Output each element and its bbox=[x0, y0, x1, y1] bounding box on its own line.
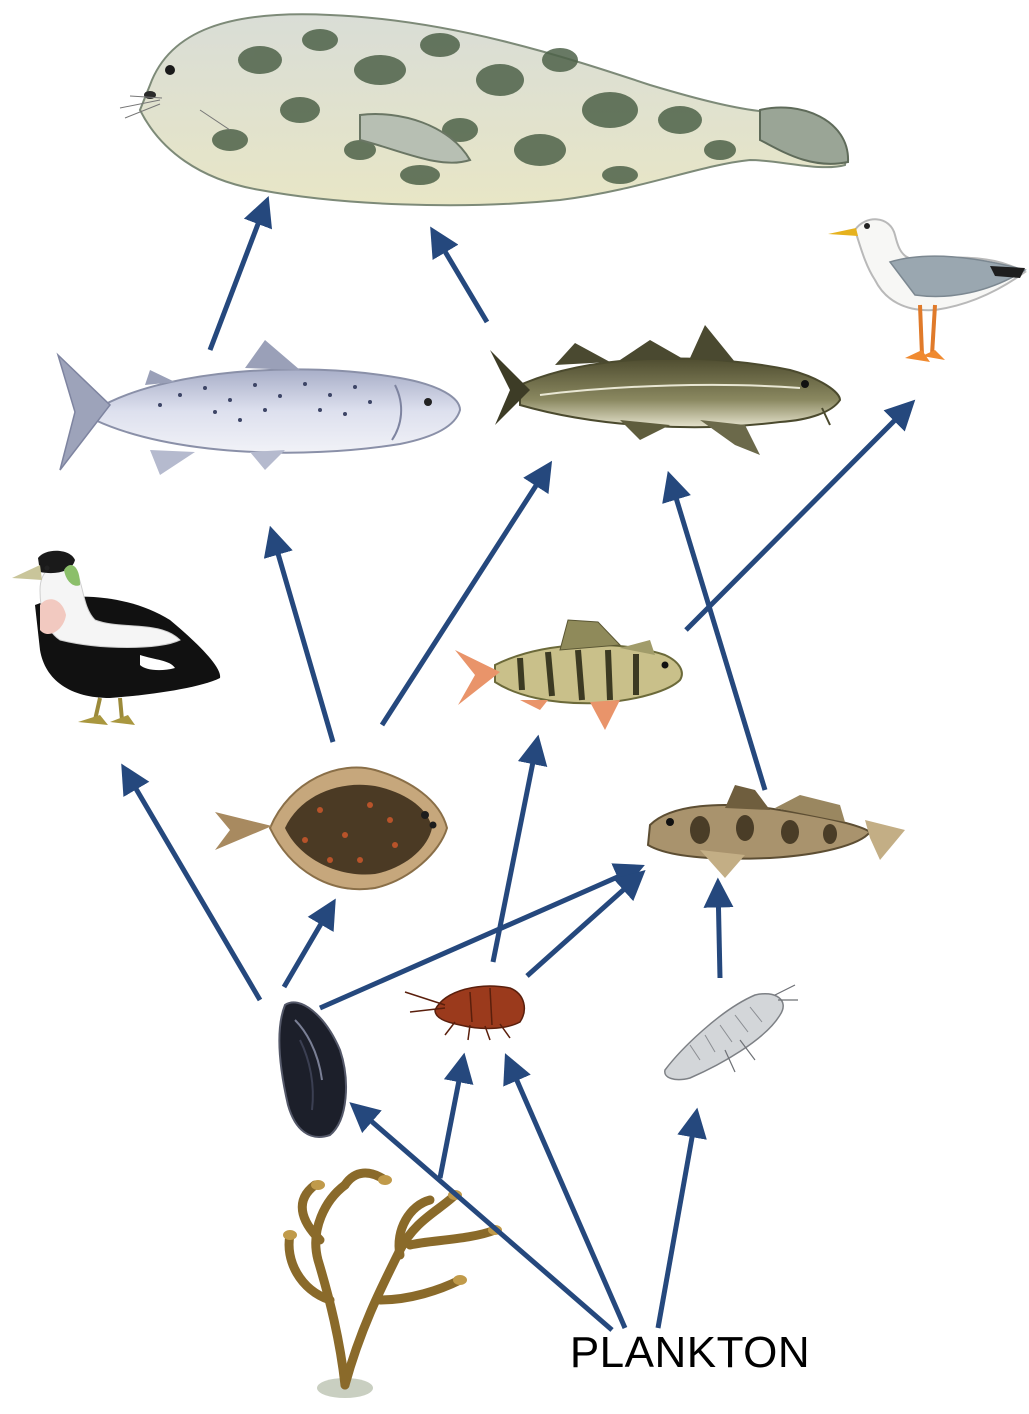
arrow-perch-to-gull bbox=[686, 405, 910, 630]
flounder-illustration bbox=[215, 767, 447, 889]
goby-illustration bbox=[648, 785, 905, 878]
salmon-illustration bbox=[58, 340, 460, 475]
seal-illustration bbox=[120, 14, 848, 205]
eider-duck-illustration bbox=[12, 551, 220, 725]
gull-illustration bbox=[828, 219, 1025, 362]
arrow-plankton-to-isopod bbox=[658, 1115, 696, 1328]
arrow-seaweed-to-amphipod bbox=[440, 1060, 463, 1178]
arrow-salmon-to-seal bbox=[210, 203, 266, 350]
arrow-amphipod-to-perch bbox=[493, 742, 537, 962]
amphipod-illustration bbox=[405, 986, 524, 1040]
mussel-illustration bbox=[279, 1002, 346, 1137]
cod-illustration bbox=[490, 325, 840, 455]
perch-illustration bbox=[455, 620, 682, 730]
arrow-goby-to-cod bbox=[670, 478, 765, 790]
plankton-label: PLANKTON bbox=[560, 1328, 820, 1378]
arrow-mussel-to-eider bbox=[125, 770, 260, 1000]
arrow-mussel-to-flounder bbox=[284, 905, 332, 987]
arrow-isopod-to-goby bbox=[718, 885, 720, 978]
arrow-cod-to-seal bbox=[434, 233, 487, 322]
arrow-flounder-to-salmon bbox=[272, 533, 333, 742]
isopod-illustration bbox=[665, 985, 798, 1080]
